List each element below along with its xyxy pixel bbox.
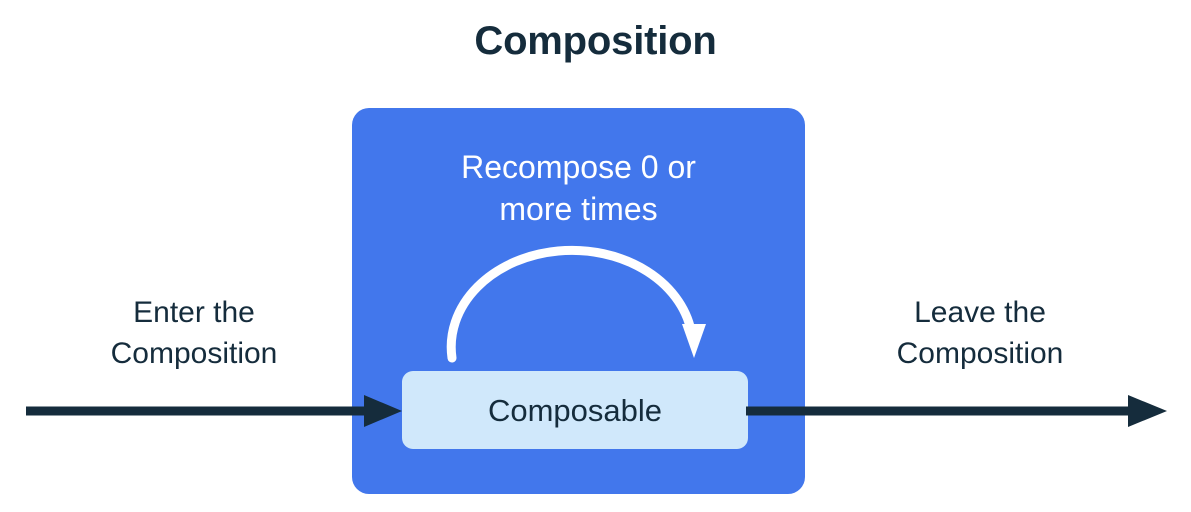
recompose-label: Recompose 0 or more times — [461, 149, 696, 227]
enter-composition-label: Enter the Composition — [110, 296, 278, 370]
leave-composition-label: Leave the Composition — [896, 296, 1064, 370]
curved-loop-arrow-icon — [446, 245, 706, 363]
composable-label: Composable — [487, 392, 663, 428]
enter-composition-arrow-icon — [26, 395, 402, 427]
page-title: Composition — [474, 19, 717, 63]
composable-box: Composable — [402, 371, 748, 449]
leave-composition-arrow-icon — [746, 395, 1167, 427]
